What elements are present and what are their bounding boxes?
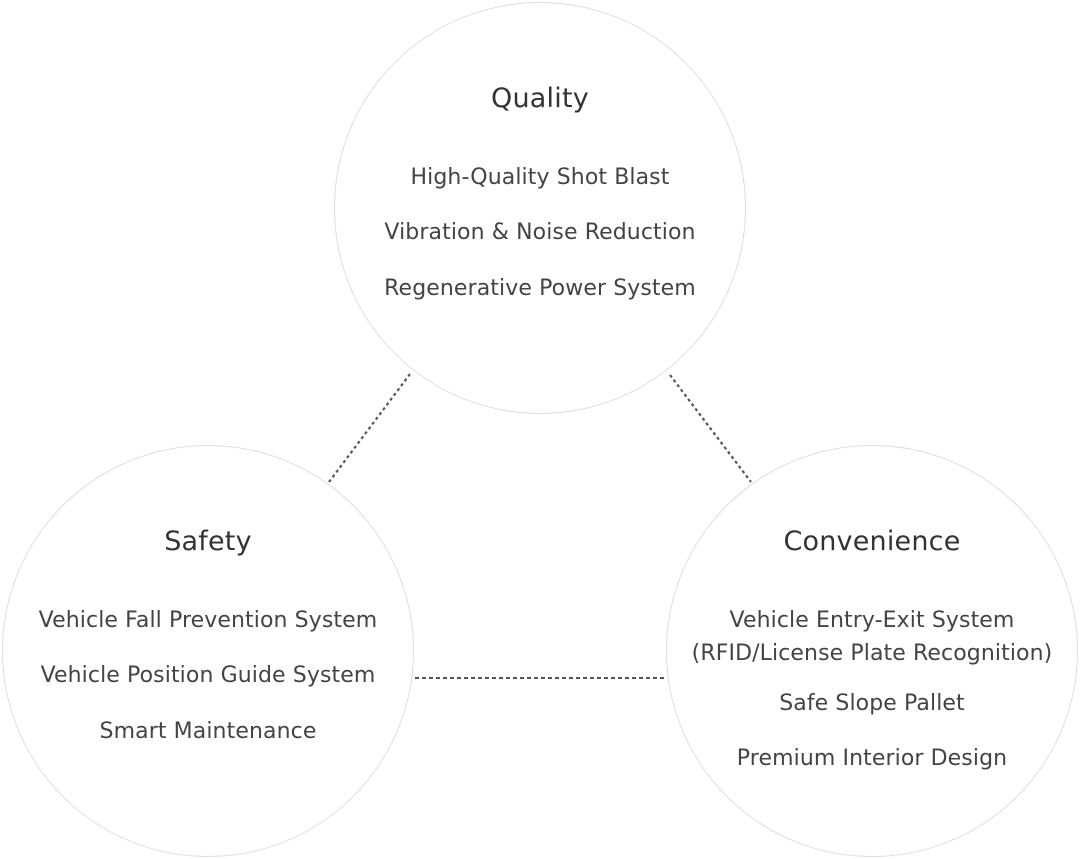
quality-circle [334,2,746,414]
quality-item: Vibration & Noise Reduction [384,220,696,245]
convenience-item: Premium Interior Design [736,746,1008,771]
safety-title: Safety [164,526,252,557]
safety-item: Vehicle Position Guide System [40,663,376,688]
convenience-item: (RFID/License Plate Recognition) [691,641,1053,666]
convenience-circle [666,445,1078,857]
convenience-title: Convenience [783,526,961,557]
safety-circle [2,445,414,857]
connector-quality-safety [328,373,411,483]
quality-title: Quality [491,83,589,114]
quality-item: High-Quality Shot Blast [410,165,670,190]
safety-item: Vehicle Fall Prevention System [38,608,378,633]
convenience-item: Vehicle Entry-Exit System [729,608,1015,633]
connector-quality-convenience [669,374,752,483]
convenience-item: Safe Slope Pallet [779,691,965,716]
safety-item: Smart Maintenance [99,719,317,744]
quality-item: Regenerative Power System [384,276,696,301]
